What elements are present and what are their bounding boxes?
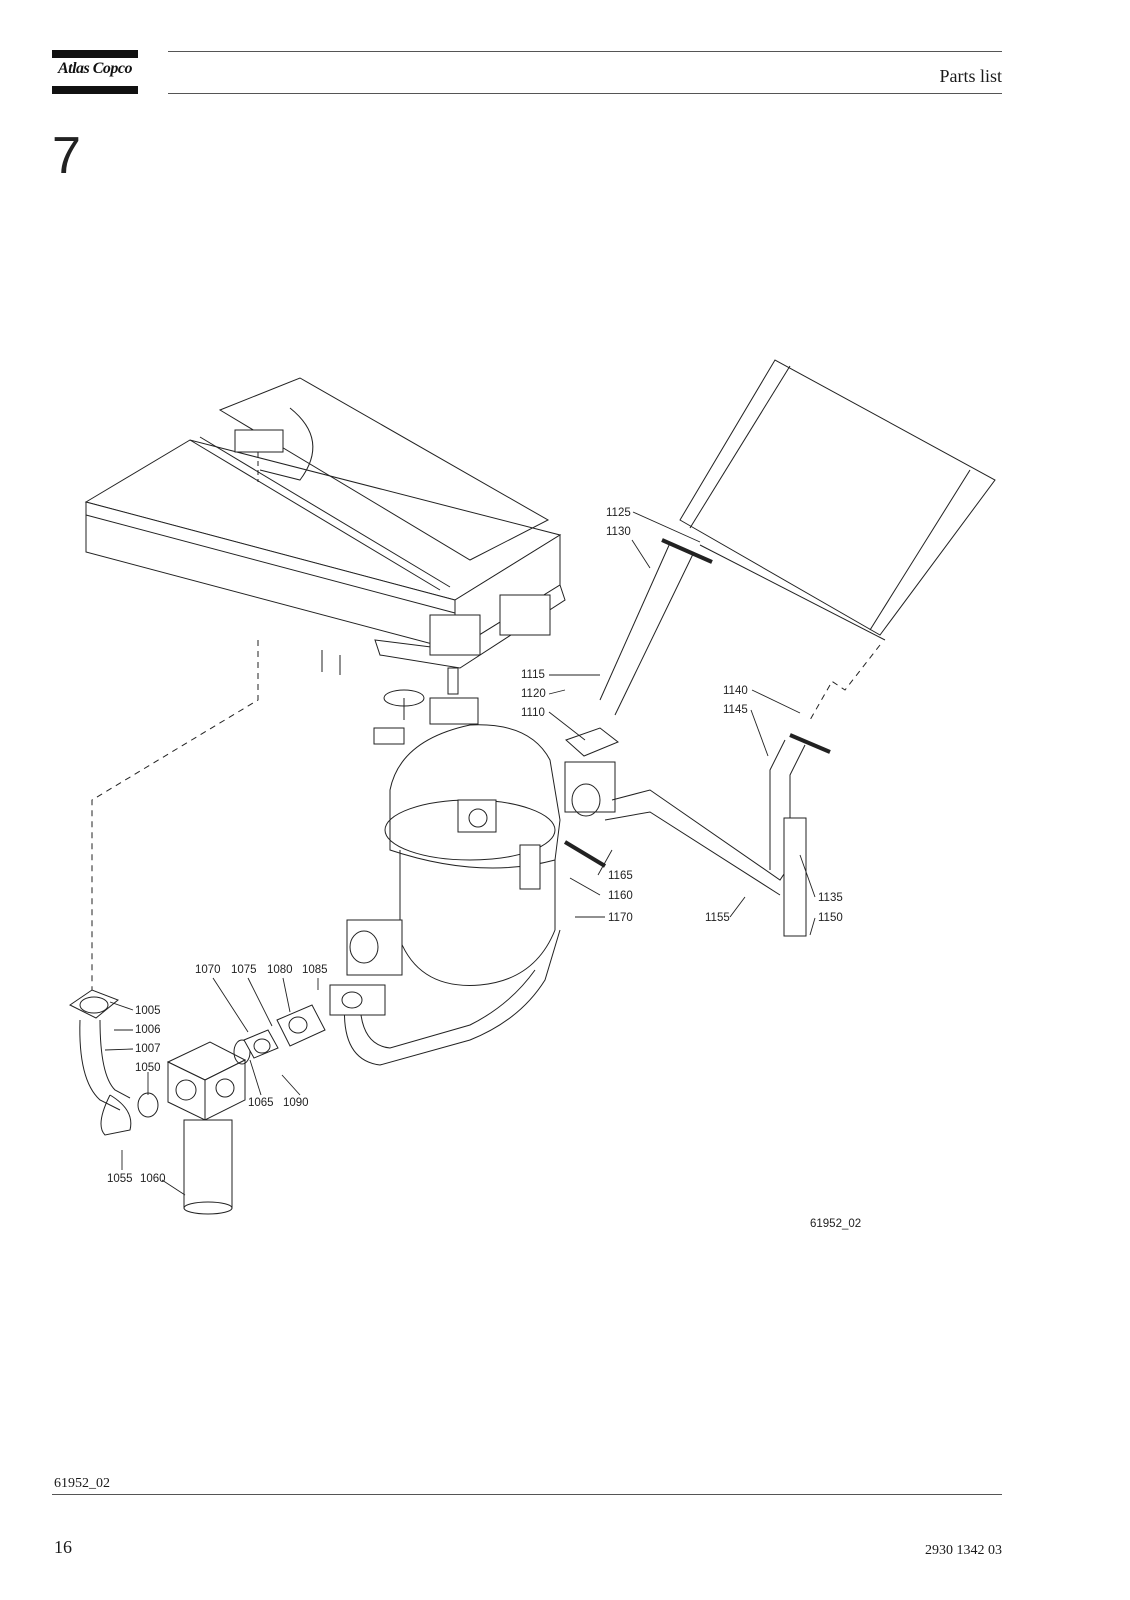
callout-labels: 1125 1130 1115 1120 1110 1140 1145 1165 …	[107, 507, 861, 1230]
callout-1145: 1145	[723, 704, 748, 716]
drawing-reference: 61952_02	[810, 1218, 861, 1230]
callout-1135: 1135	[818, 892, 843, 904]
frame-panel	[679, 359, 996, 721]
callout-1050: 1050	[135, 1062, 161, 1074]
section-number: 7	[52, 127, 81, 185]
oil-filter-assembly	[166, 1004, 326, 1215]
footer-rule	[52, 1494, 1002, 1495]
callout-1065: 1065	[248, 1097, 274, 1109]
callout-1155: 1155	[705, 912, 730, 924]
dashed-connection-cooler	[91, 640, 259, 990]
header-rule-bottom	[168, 93, 1002, 94]
oil-hose-assembly	[69, 989, 159, 1136]
callout-1090: 1090	[283, 1097, 309, 1109]
callout-1120: 1120	[521, 688, 546, 700]
callout-1110: 1110	[521, 707, 545, 719]
document-number: 2930 1342 03	[925, 1543, 1002, 1558]
callout-leaders	[104, 511, 816, 1196]
callout-1160: 1160	[608, 890, 633, 902]
callout-1115: 1115	[521, 669, 545, 681]
callout-1007: 1007	[135, 1043, 161, 1055]
callout-1060: 1060	[140, 1173, 166, 1185]
callout-1006: 1006	[135, 1024, 161, 1036]
callout-1070: 1070	[195, 964, 221, 976]
page-header-title: Parts list	[939, 66, 1002, 86]
callout-1080: 1080	[267, 964, 293, 976]
cooler-assembly	[84, 377, 566, 675]
callout-1165: 1165	[608, 870, 633, 882]
logo-bar-bottom	[52, 86, 138, 94]
header-rule-top	[168, 51, 1002, 52]
logo-wordmark: Atlas Copco	[57, 60, 133, 77]
callout-1130: 1130	[606, 526, 631, 538]
callout-1170: 1170	[608, 912, 633, 924]
callout-1125: 1125	[606, 507, 631, 519]
callout-1085: 1085	[302, 964, 328, 976]
discharge-piping	[563, 538, 831, 937]
footer-figure-reference: 61952_02	[54, 1476, 110, 1491]
callout-1075: 1075	[231, 964, 257, 976]
logo-bar-top	[52, 50, 138, 58]
page-number: 16	[54, 1537, 72, 1557]
atlas-copco-logo: Atlas Copco	[52, 50, 138, 94]
callout-1055: 1055	[107, 1173, 133, 1185]
callout-1005: 1005	[135, 1005, 161, 1017]
callout-1140: 1140	[723, 685, 748, 697]
separator-vessel	[329, 667, 561, 1066]
callout-1150: 1150	[818, 912, 843, 924]
